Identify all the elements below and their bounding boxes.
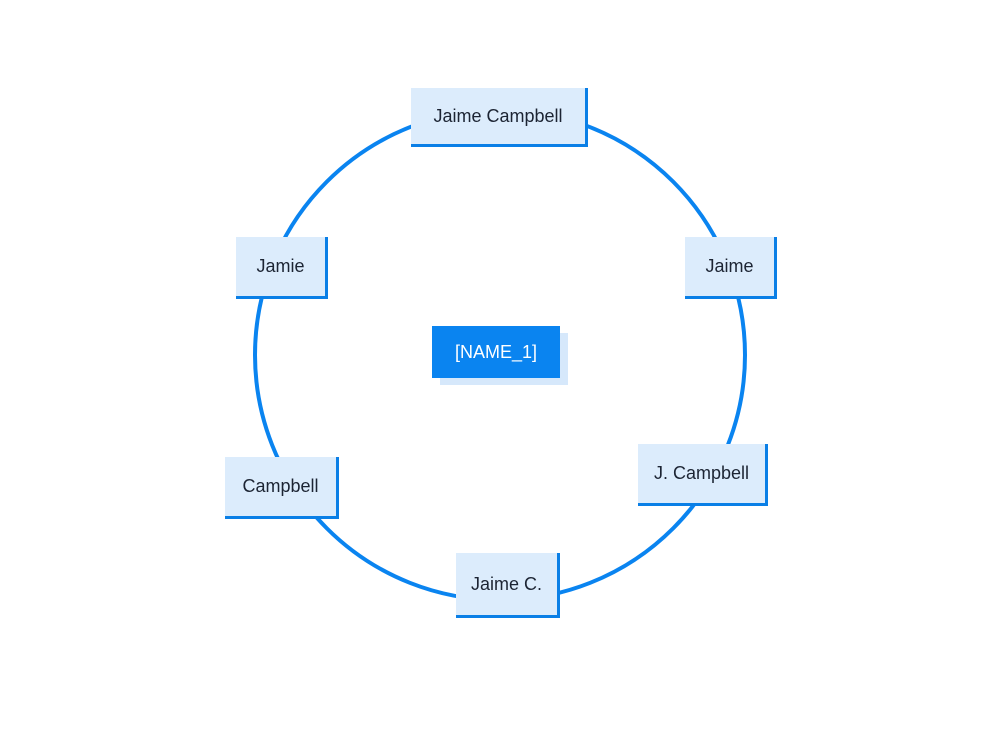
variant-node-top[interactable]: Jaime Campbell [411,88,588,147]
variant-node-left[interactable]: Jamie [236,237,328,299]
variant-node-bottom[interactable]: Jaime C. [456,553,560,618]
variant-node-bottom-right[interactable]: J. Campbell [638,444,768,506]
variant-node-right[interactable]: Jaime [685,237,777,299]
variant-node-bottom-left[interactable]: Campbell [225,457,339,519]
center-node[interactable]: [NAME_1] [432,326,560,378]
